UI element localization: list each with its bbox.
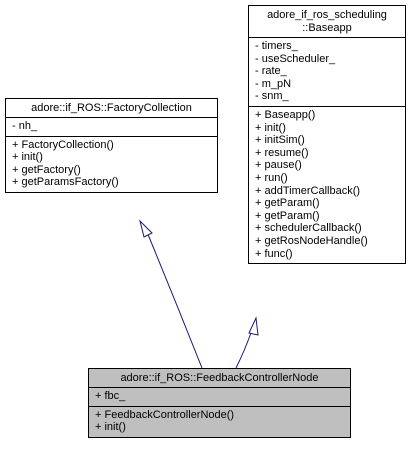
- inheritance-arrowhead-factory-collection: [139, 219, 153, 238]
- method: + getParamsFactory(): [12, 176, 119, 189]
- method: + run(): [255, 171, 288, 184]
- attributes-section: + fbc_: [89, 388, 350, 407]
- method: + initSim(): [255, 134, 305, 147]
- attribute: - m_pN: [255, 77, 292, 90]
- method: + resume(): [255, 146, 309, 159]
- method: + FeedbackControllerNode(): [95, 408, 235, 421]
- method: + getParam(): [255, 209, 320, 222]
- methods-section: + Baseapp() + init() + initSim() + resum…: [249, 107, 405, 263]
- method: + schedulerCallback(): [255, 222, 362, 235]
- class-title: adore_if_ros_scheduling ::Baseapp: [249, 6, 405, 38]
- inheritance-line-baseapp: [235, 329, 253, 369]
- class-title: adore::if_ROS::FactoryCollection: [6, 99, 217, 118]
- class-baseapp[interactable]: adore_if_ros_scheduling ::Baseapp - time…: [248, 5, 406, 265]
- attribute: - rate_: [255, 65, 287, 78]
- method: + getParam(): [255, 197, 320, 210]
- attribute: - snm_: [255, 90, 289, 103]
- inheritance-arrowhead-baseapp: [248, 316, 259, 336]
- method: + FactoryCollection(): [12, 138, 114, 151]
- class-title: adore::if_ROS::FeedbackControllerNode: [89, 369, 350, 388]
- methods-section: + FeedbackControllerNode() + init(): [89, 407, 350, 437]
- attribute: - nh_: [12, 120, 38, 132]
- class-feedback-controller-node[interactable]: adore::if_ROS::FeedbackControllerNode + …: [88, 368, 351, 438]
- method: + init(): [95, 421, 126, 434]
- inheritance-line-factory-collection: [146, 231, 203, 369]
- method: + init(): [255, 121, 286, 134]
- methods-section: + FactoryCollection() + init() + getFact…: [6, 137, 217, 192]
- class-factory-collection[interactable]: adore::if_ROS::FactoryCollection - nh_ +…: [5, 98, 218, 193]
- attributes-section: - timers_ - useScheduler_ - rate_ - m_pN…: [249, 38, 405, 107]
- method: + func(): [255, 247, 293, 260]
- method: + getRosNodeHandle(): [255, 234, 368, 247]
- method: + init(): [12, 151, 43, 164]
- class-title-line1: adore_if_ros_scheduling: [267, 9, 387, 21]
- method: + Baseapp(): [255, 108, 316, 121]
- method: + pause(): [255, 159, 302, 172]
- attribute: - timers_: [255, 40, 298, 52]
- attribute: - useScheduler_: [255, 52, 336, 65]
- method: + addTimerCallback(): [255, 184, 361, 197]
- attribute: + fbc_: [95, 390, 126, 402]
- attributes-section: - nh_: [6, 118, 217, 137]
- method: + getFactory(): [12, 163, 81, 176]
- class-title-line2: ::Baseapp: [302, 22, 352, 34]
